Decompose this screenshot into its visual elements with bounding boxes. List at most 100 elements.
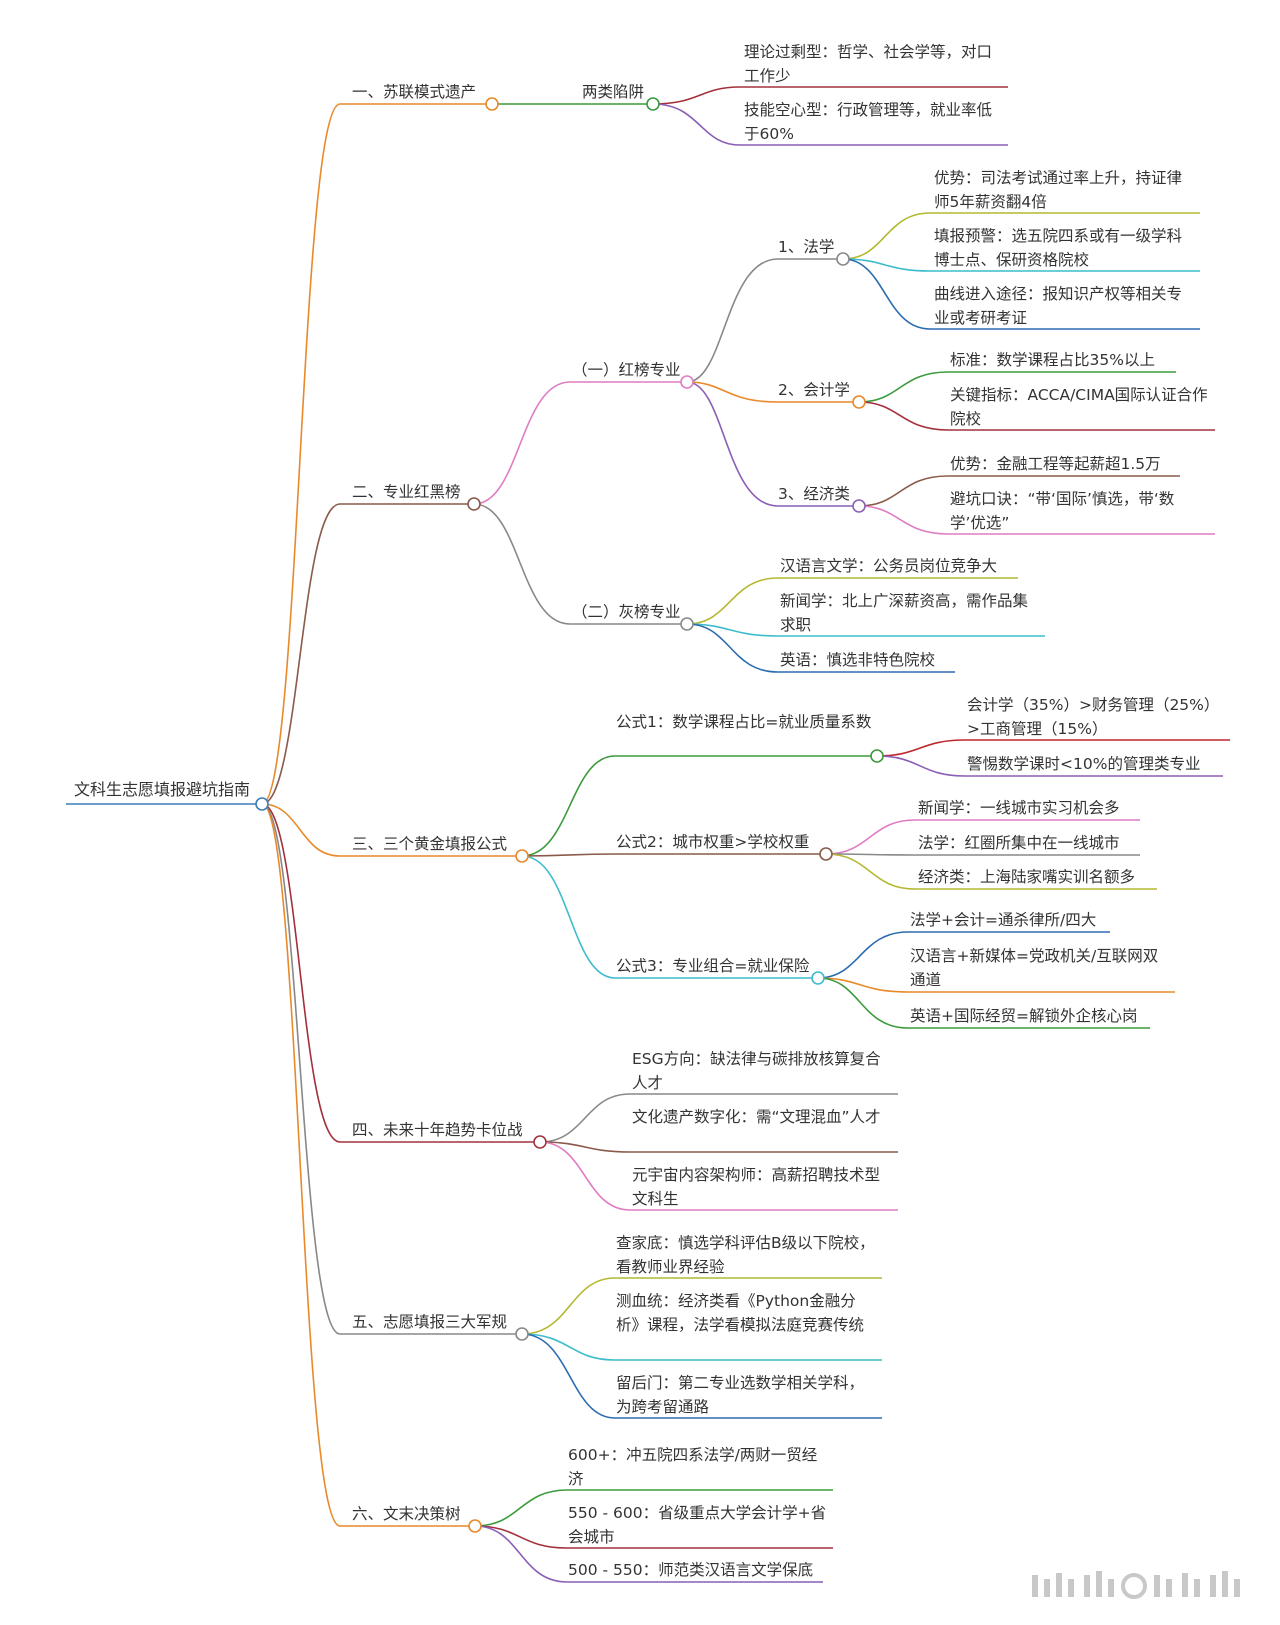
edge-eco-leaf1 [858,475,1180,507]
edge-s3-f1 [521,755,877,857]
edge-root-s1 [261,103,492,805]
s6-leaf-2: 550 - 600：省级重点大学会计学+省会城市 [568,1504,827,1546]
section-2-label: 二、专业红黑榜 [352,483,461,501]
eco-leaf-2: 避坑口诀：“带‘国际’慎选，带‘数学’优选” [950,490,1175,532]
node-s2 [467,497,481,511]
node-f2 [819,847,833,861]
node-s5 [515,1327,529,1341]
edge-s2-red [473,381,687,505]
formula-2-label: 公式2：城市权重>学校权重 [616,833,810,851]
section-3-label: 三、三个黄金填报公式 [352,835,508,853]
edge-root-s5 [261,803,522,1335]
edge-s5-leaf1 [521,1277,882,1335]
f2-leaf-2: 法学：红圈所集中在一线城市 [918,834,1120,852]
edge-law-leaf3 [842,258,1200,330]
node-red [680,375,694,389]
edge-red-law [686,258,843,383]
edge-grey-leaf2 [686,623,1045,637]
f1-leaf-1: 会计学（35%）>财务管理（25%）>工商管理（15%） [967,696,1212,738]
edge-acc-leaf2 [858,401,1215,431]
node-f1 [870,749,884,763]
law-leaf-1: 优势：司法考试通过率上升，持证律师5年薪资翻4倍 [934,169,1183,211]
edge-f3-leaf1 [817,931,1110,979]
eco-leaf-1: 优势：金融工程等起薪超1.5万 [950,455,1161,473]
s4-leaf-2: 文化遗产数字化：需“文理混血”人才 [632,1108,881,1126]
edge-acc-leaf1 [858,371,1176,403]
acc-label: 2、会计学 [778,381,850,399]
s1-leaf-2: 技能空心型：行政管理等，就业率低于60% [744,101,993,143]
edge-f3-leaf3 [817,977,1150,1029]
f2-leaf-3: 经济类：上海陆家嘴实训名额多 [918,868,1136,886]
f2-leaf-1: 新闻学：一线城市实习机会多 [918,799,1120,817]
edge-s5-leaf2 [521,1333,882,1361]
law-leaf-2: 填报预警：选五院四系或有一级学科博士点、保研资格院校 [934,227,1183,269]
s6-leaf-1: 600+：冲五院四系法学/两财一贸经济 [568,1446,818,1488]
edge-f1-leaf1 [876,739,1230,757]
s5-leaf-3: 留后门：第二专业选数学相关学科，为跨考留通路 [616,1374,865,1416]
edge-s6-leaf2 [474,1525,833,1549]
edge-s4-leaf1 [539,1093,898,1143]
grey-leaf-2: 新闻学：北上广深薪资高，需作品集求职 [780,592,1029,634]
edge-root-s2 [261,503,474,805]
edge-s6-leaf1 [474,1489,833,1527]
f3-leaf-2: 汉语言+新媒体=党政机关/互联网双通道 [910,947,1159,989]
edge-grey-leaf3 [686,623,955,673]
node-s1 [485,97,499,111]
section-1-sub-label: 两类陷阱 [582,83,645,101]
node-eco [852,499,866,513]
formula-3-label: 公式3：专业组合=就业保险 [616,957,810,975]
node-s6 [468,1519,482,1533]
law-leaf-3: 曲线进入途径：报知识产权等相关专业或考研考证 [934,285,1183,327]
edge-s3-f3 [521,855,818,979]
edge-f3-leaf2 [817,977,1175,993]
edge-grey-leaf1 [686,577,1018,625]
section-4-label: 四、未来十年趋势卡位战 [352,1121,523,1139]
formula-1-label: 公式1：数学课程占比=就业质量系数 [616,713,872,731]
edge-root-s6 [261,803,475,1527]
node-acc [852,395,866,409]
section-1-label: 一、苏联模式遗产 [352,83,477,101]
edge-s2-grey [473,503,687,625]
s4-leaf-3: 元宇宙内容架构师：高薪招聘技术型文科生 [632,1166,881,1208]
acc-leaf-1: 标准：数学课程占比35%以上 [950,351,1155,369]
node-s3 [515,849,529,863]
edge-law-leaf1 [842,212,1200,260]
edge-s5-leaf3 [521,1333,882,1419]
acc-leaf-2: 关键指标：ACCA/CIMA国际认证合作院校 [950,386,1208,428]
root-label: 文科生志愿填报避坑指南 [74,780,251,799]
edge-root-s3 [261,803,522,857]
grey-leaf-3: 英语：慎选非特色院校 [780,651,936,669]
edge-eco-leaf2 [858,505,1215,535]
edge-s4-leaf2 [539,1141,898,1153]
s6-leaf-3: 500 - 550：师范类汉语言文学保底 [568,1561,814,1579]
grey-leaf-1: 汉语言文学：公务员岗位竞争大 [780,557,998,575]
edge-f2-leaf1 [825,819,1140,855]
edge-f1-leaf2 [876,755,1223,777]
edge-red-eco [686,381,859,507]
s4-leaf-1: ESG方向：缺法律与碳排放核算复合人才 [632,1050,881,1092]
grey-list-label: （二）灰榜专业 [572,603,681,621]
edge-root-s4 [261,803,540,1143]
node-s4 [533,1135,547,1149]
f3-leaf-3: 英语+国际经贸=解锁外企核心岗 [910,1007,1138,1025]
edge-s1-leaf2 [652,103,1008,146]
node-f3 [811,971,825,985]
edge-f2-leaf2 [825,853,1140,856]
f1-leaf-2: 警惕数学课时<10%的管理类专业 [967,755,1201,773]
edge-s6-leaf3 [474,1525,823,1583]
law-label: 1、法学 [778,238,835,256]
node-root [255,797,269,811]
s5-leaf-1: 查家底：慎选学科评估B级以下院校，看教师业界经验 [616,1234,875,1276]
node-law [836,252,850,266]
edge-red-acc [686,381,859,403]
f3-leaf-1: 法学+会计=通杀律所/四大 [910,911,1097,929]
edge-s1-leaf1 [652,86,1008,105]
edge-s3-f2 [521,853,826,857]
edge-f2-leaf3 [825,853,1157,890]
watermark-logo [1032,1571,1240,1599]
node-grey [680,617,694,631]
red-list-label: （一）红榜专业 [572,361,681,379]
s1-leaf-1: 理论过剩型：哲学、社会学等，对口工作少 [744,43,993,85]
edge-law-leaf2 [842,258,1200,272]
